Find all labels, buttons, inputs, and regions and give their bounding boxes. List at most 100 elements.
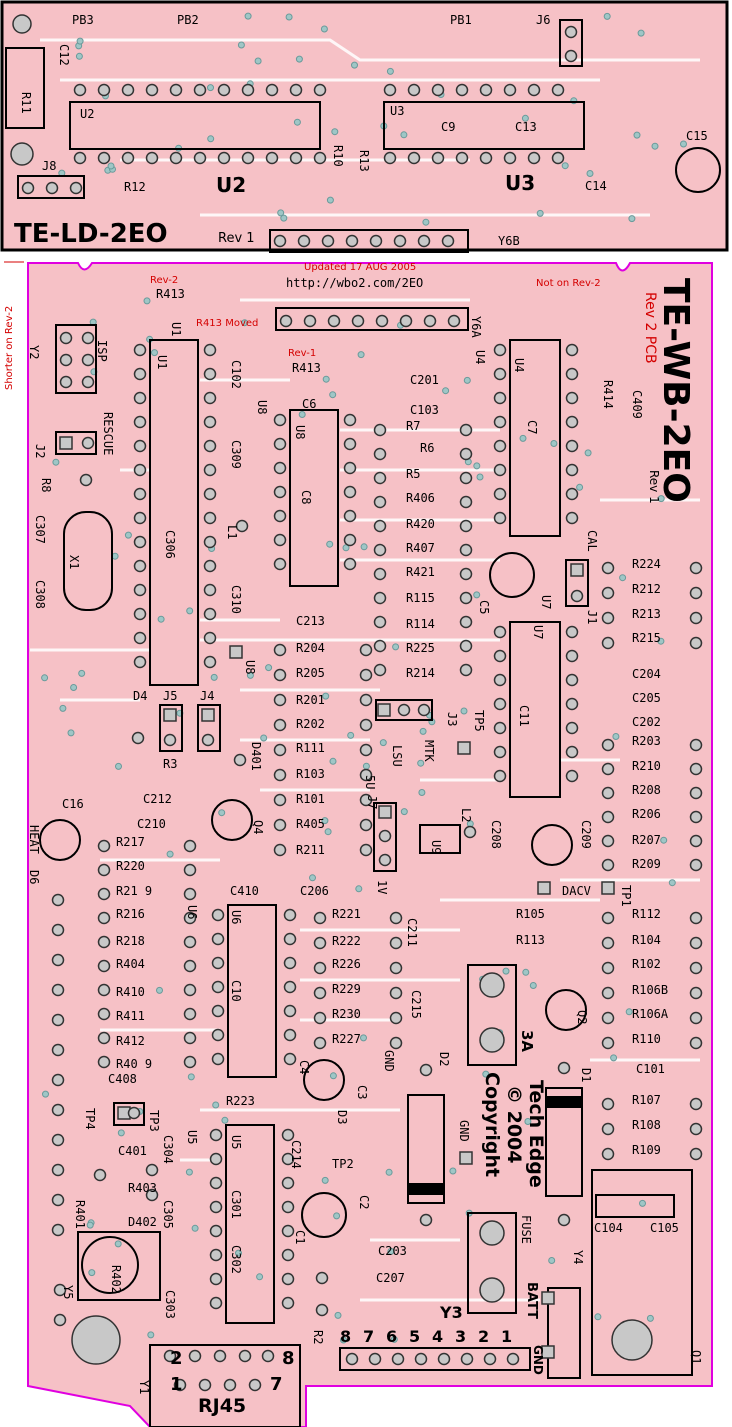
via-upper-2 bbox=[351, 61, 358, 69]
pin-4 bbox=[169, 83, 183, 97]
board-traces bbox=[30, 38, 700, 1302]
pin-343 bbox=[53, 1283, 67, 1297]
pin-224 bbox=[389, 1036, 403, 1050]
pin-201 bbox=[97, 1031, 111, 1045]
main-label-126: R40 9 bbox=[116, 1057, 152, 1071]
via-8 bbox=[473, 462, 481, 470]
pin-247 bbox=[601, 961, 615, 975]
via-100 bbox=[166, 850, 174, 858]
pin-329 bbox=[419, 1063, 433, 1077]
main-label-43: R213 bbox=[632, 607, 661, 621]
pin-218 bbox=[313, 1036, 327, 1050]
pin-104 bbox=[565, 415, 579, 429]
pin-42 bbox=[369, 234, 383, 248]
pin-275 bbox=[345, 1352, 359, 1366]
via-10 bbox=[151, 349, 158, 357]
pin-293 bbox=[163, 1349, 177, 1363]
pin-323 bbox=[127, 1106, 141, 1120]
pin-63 bbox=[133, 631, 147, 645]
main-label-18: RESCUE bbox=[101, 412, 115, 455]
pin-204 bbox=[183, 863, 197, 877]
pin-74 bbox=[203, 559, 217, 573]
pin-292 bbox=[541, 1345, 555, 1359]
pin-186 bbox=[359, 693, 373, 707]
pin-183 bbox=[273, 843, 287, 857]
main-label-5: ISP bbox=[95, 340, 109, 362]
via-upper-21 bbox=[422, 218, 430, 226]
main-label-135: R107 bbox=[632, 1093, 661, 1107]
main-label-121: R106A bbox=[632, 1007, 669, 1021]
pin-254 bbox=[689, 986, 703, 1000]
via-91 bbox=[668, 879, 676, 887]
main-label-157: C302 bbox=[229, 1245, 243, 1274]
via-92 bbox=[460, 707, 468, 715]
pin-149 bbox=[281, 1224, 295, 1238]
pin-139 bbox=[209, 1176, 223, 1190]
via-60 bbox=[357, 351, 365, 359]
pin-5 bbox=[193, 83, 207, 97]
via-upper-7 bbox=[637, 29, 645, 37]
pin-12 bbox=[97, 151, 111, 165]
pin-26 bbox=[479, 83, 493, 97]
main-label-61: J3 bbox=[445, 712, 459, 726]
main-label-93: R209 bbox=[632, 857, 661, 871]
main-label-124: R110 bbox=[632, 1032, 661, 1046]
component-pins bbox=[21, 25, 703, 1392]
pin-96 bbox=[493, 415, 507, 429]
pin-294 bbox=[188, 1349, 202, 1363]
main-label-66: MTK bbox=[422, 740, 436, 762]
main-label-0: R413 bbox=[156, 287, 185, 301]
pin-123 bbox=[211, 908, 225, 922]
via-upper-35 bbox=[76, 37, 84, 45]
main-label-133: R223 bbox=[226, 1094, 255, 1108]
pin-36 bbox=[527, 151, 541, 165]
via-25 bbox=[529, 982, 537, 989]
header-pin-4: 4 bbox=[432, 1327, 443, 1346]
pin-317 bbox=[378, 829, 392, 843]
main-label-120: Q2 bbox=[575, 1010, 589, 1024]
main-label-110: R404 bbox=[116, 957, 145, 971]
via-61 bbox=[218, 809, 226, 817]
main-label-50: U8 bbox=[243, 660, 257, 674]
pin-187 bbox=[359, 718, 373, 732]
main-label-3: U4 bbox=[473, 350, 487, 364]
via-upper-4 bbox=[244, 12, 252, 20]
header-pin-8: 8 bbox=[340, 1327, 351, 1346]
pin-171 bbox=[459, 591, 473, 605]
pin-164 bbox=[459, 423, 473, 437]
main-label-73: 5U bbox=[363, 775, 377, 789]
pin-145 bbox=[281, 1128, 295, 1142]
pin-285 bbox=[327, 314, 341, 328]
pin-15 bbox=[169, 151, 183, 165]
via-39 bbox=[522, 968, 530, 976]
main-label-161: C303 bbox=[163, 1290, 177, 1319]
pin-6 bbox=[217, 83, 231, 97]
pin-176 bbox=[273, 668, 287, 682]
main-label-77: R101 bbox=[296, 792, 325, 806]
main-label-22: R6 bbox=[420, 441, 434, 455]
main-board-title: TE-WB-2EO bbox=[655, 278, 696, 503]
pin-83 bbox=[273, 509, 287, 523]
via-46 bbox=[417, 759, 425, 767]
pin-93 bbox=[493, 343, 507, 357]
main-label-147: R403 bbox=[128, 1181, 157, 1195]
pin-324 bbox=[457, 741, 471, 755]
main-label-146: R109 bbox=[632, 1143, 661, 1157]
main-label-88: R207 bbox=[632, 833, 661, 847]
pin-296 bbox=[238, 1349, 252, 1363]
main-label-90: D6 bbox=[27, 870, 41, 884]
pin-59 bbox=[133, 535, 147, 549]
main-label-99: U6 bbox=[185, 905, 199, 919]
pin-95 bbox=[493, 391, 507, 405]
via-71 bbox=[256, 1273, 264, 1281]
via-83 bbox=[625, 1008, 633, 1016]
upper-label-9: C13 bbox=[515, 120, 537, 134]
pin-229 bbox=[689, 561, 703, 575]
pin-86 bbox=[343, 413, 357, 427]
pin-102 bbox=[565, 367, 579, 381]
main-label-9: U4 bbox=[512, 358, 526, 372]
via-95 bbox=[610, 1054, 618, 1062]
pin-71 bbox=[203, 487, 217, 501]
pin-158 bbox=[373, 543, 387, 557]
pin-108 bbox=[565, 511, 579, 525]
